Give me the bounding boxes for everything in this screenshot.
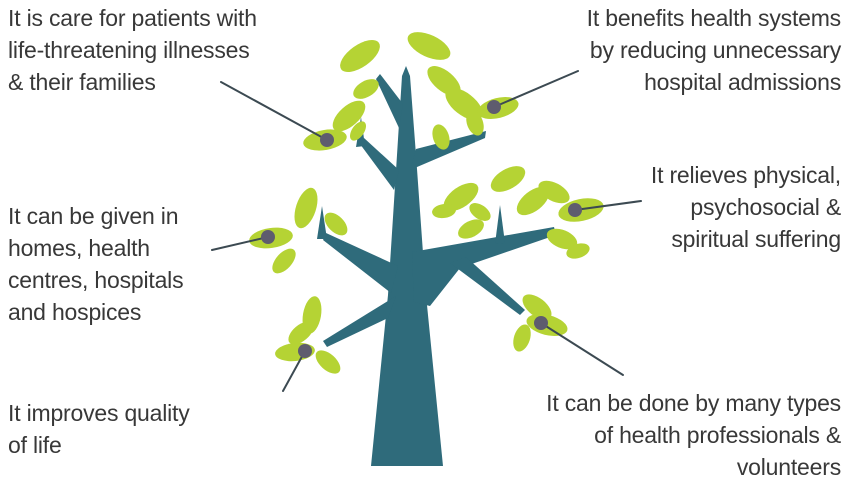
leaves — [249, 32, 604, 374]
label-care-definition: It is care for patients with life-threat… — [8, 2, 257, 98]
label-line: hospital admissions — [644, 69, 841, 95]
branch-upper-left — [360, 138, 399, 190]
label-line: It can be given in — [8, 203, 179, 229]
leaf-cluster-canopy — [332, 32, 483, 150]
connector-line-care — [220, 81, 328, 141]
connector-dot-care — [320, 133, 334, 147]
tree-trunk-and-branches — [317, 66, 556, 466]
connector-line-quality — [282, 350, 306, 392]
label-line: centres, hospitals — [8, 267, 184, 293]
branch-top-left-prong — [376, 74, 403, 128]
label-line: and hospices — [8, 299, 142, 325]
twig-mid-left — [317, 206, 327, 239]
label-line: & their families — [8, 69, 156, 95]
connector-lines — [211, 70, 642, 392]
label-line: It improves quality — [8, 400, 190, 426]
branch-lower-right-spike — [450, 257, 525, 315]
label-line: It benefits health systems — [586, 5, 842, 31]
label-line: spiritual suffering — [671, 226, 841, 252]
label-line: psychosocial & — [690, 194, 841, 220]
twig-right — [495, 205, 505, 244]
label-health-systems: It benefits health systems by reducing u… — [586, 2, 842, 98]
connector-dots — [261, 100, 582, 358]
connector-line-providers — [540, 322, 624, 376]
label-line: It can be done by many types — [546, 390, 841, 416]
branch-lower-left — [323, 296, 396, 347]
leaf-cluster-mid-left — [249, 187, 348, 274]
label-quality-of-life: It improves quality of life — [8, 397, 190, 461]
connector-line-settings — [211, 236, 269, 251]
connector-dot-providers — [534, 316, 548, 330]
label-line: volunteers — [736, 454, 841, 480]
label-line: homes, health — [8, 235, 150, 261]
label-line: It is care for patients with — [8, 5, 257, 31]
label-care-settings: It can be given in homes, health centres… — [8, 200, 184, 328]
branch-right — [412, 227, 556, 306]
label-line: by reducing unnecessary — [589, 37, 841, 63]
connector-line-systems — [493, 70, 579, 108]
connector-dot-systems — [487, 100, 501, 114]
connector-dot-quality — [298, 344, 312, 358]
label-suffering-relief: It relieves physical, psychosocial & spi… — [651, 159, 841, 255]
connector-dot-settings — [261, 230, 275, 244]
label-professionals: It can be done by many types of health p… — [546, 387, 841, 482]
label-line: It relieves physical, — [650, 162, 841, 188]
branch-upper-right — [410, 131, 486, 170]
label-line: of health professionals & — [594, 422, 841, 448]
label-line: of life — [8, 432, 62, 458]
connector-line-relief — [574, 200, 642, 211]
branch-mid-left — [323, 233, 398, 293]
connector-dot-relief — [568, 203, 582, 217]
label-line: life-threatening illnesses — [8, 37, 250, 63]
trunk — [371, 66, 443, 466]
